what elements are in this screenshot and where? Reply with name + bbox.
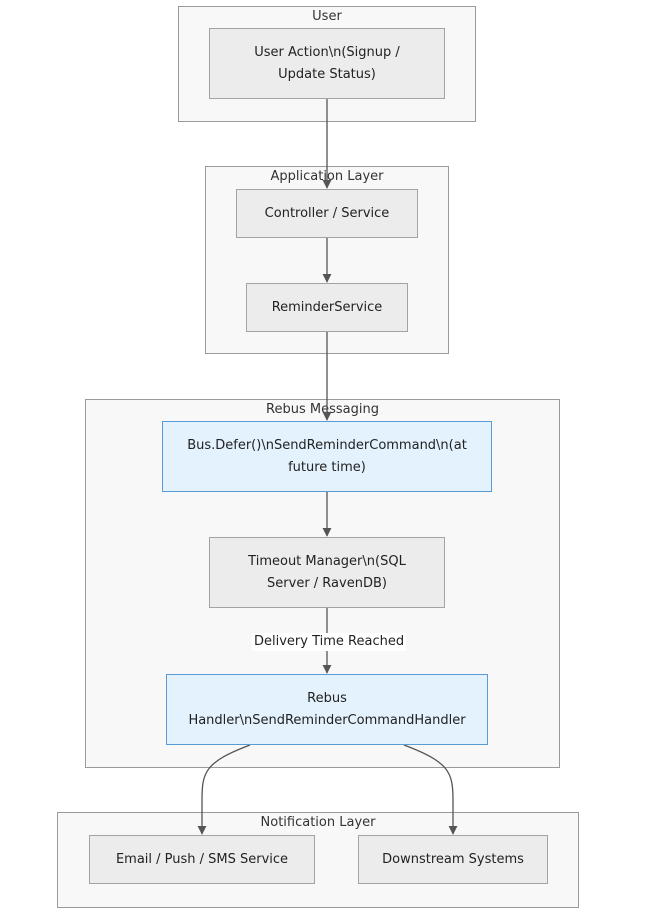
node-downstream-systems-label: Downstream Systems	[382, 851, 524, 867]
node-email-push-sms-service: Email / Push / SMS Service	[89, 835, 315, 884]
node-rebus-handler: Rebus Handler\nSendReminderCommandHandle…	[166, 674, 488, 745]
node-downstream-systems: Downstream Systems	[358, 835, 548, 884]
node-bus-defer: Bus.Defer()\nSendReminderCommand\n(at fu…	[162, 421, 492, 492]
node-reminder-service-label: ReminderService	[271, 299, 383, 315]
node-controller-service-label: Controller / Service	[264, 205, 390, 221]
node-user-action: User Action\n(Signup / Update Status)	[209, 28, 445, 99]
node-reminder-service: ReminderService	[246, 283, 408, 332]
node-timeout-manager-label: Timeout Manager\n(SQL Server / RavenDB)	[248, 553, 406, 591]
node-bus-defer-label: Bus.Defer()\nSendReminderCommand\n(at fu…	[187, 437, 467, 475]
node-timeout-manager: Timeout Manager\n(SQL Server / RavenDB)	[209, 537, 445, 608]
node-rebus-handler-label: Rebus Handler\nSendReminderCommandHandle…	[188, 690, 466, 728]
cluster-notification-layer-title: Notification Layer	[260, 815, 376, 830]
cluster-user-title: User	[312, 9, 342, 24]
cluster-application-layer-title: Application Layer	[270, 169, 384, 184]
edge-label-delivery-time-reached: Delivery Time Reached	[252, 633, 407, 651]
node-user-action-label: User Action\n(Signup / Update Status)	[254, 44, 400, 82]
node-controller-service: Controller / Service	[236, 189, 418, 238]
cluster-rebus-messaging-title: Rebus Messaging	[266, 402, 379, 417]
node-email-push-sms-service-label: Email / Push / SMS Service	[115, 851, 289, 867]
